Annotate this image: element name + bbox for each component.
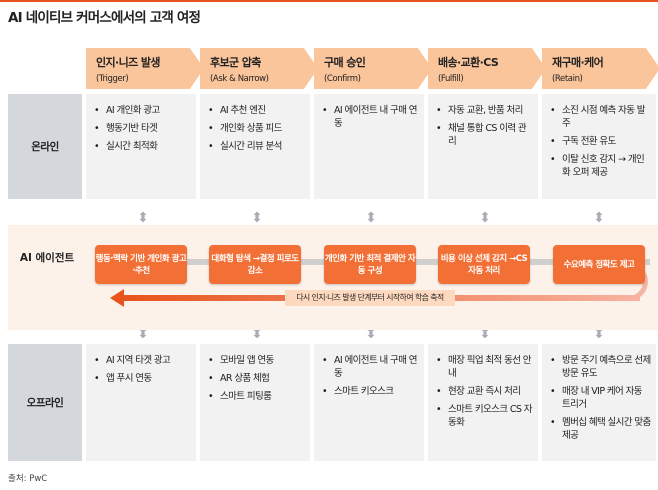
list-item: 행동기반 타겟	[94, 122, 192, 135]
list-item: 모바일 앱 연동	[208, 354, 306, 367]
stage-title: 인지·니즈 발생	[96, 56, 161, 69]
list-item: 스마트 키오스크	[322, 385, 420, 398]
list-item: 스마트 키오스크 CS 자동화	[436, 403, 534, 429]
stage-title: 배송·교환·CS	[438, 56, 499, 69]
online-cell-3: AI 에이전트 내 구매 연동	[314, 94, 424, 199]
online-row-label: 온라인	[8, 94, 82, 199]
list-item: AI 에이전트 내 구매 연동	[322, 354, 420, 380]
offline-list: AI 지역 타겟 광고앱 푸시 연동	[94, 354, 192, 385]
list-item: 자동 교환, 반품 처리	[436, 104, 534, 117]
ai-step-box: 대화형 탐색 →결정 피로도 감소	[209, 245, 301, 284]
online-list: 자동 교환, 반품 처리채널 통합 CS 이력 관리	[436, 104, 534, 148]
up-down-arrow-icon: ⬍	[137, 326, 149, 342]
online-list: AI 에이전트 내 구매 연동	[322, 104, 420, 130]
list-item: AI 에이전트 내 구매 연동	[322, 104, 420, 130]
online-cell-5: 소진 시점 예측 자동 발주구독 전환 유도이탈 신호 감지 → 개인화 오퍼 …	[542, 94, 656, 199]
list-item: 멤버십 혜택 실시간 맞춤 제공	[550, 416, 652, 442]
up-down-arrow-icon: ⬍	[479, 210, 491, 226]
offline-list: AI 에이전트 내 구매 연동스마트 키오스크	[322, 354, 420, 398]
stage-subtitle: (Ask & Narrow)	[210, 74, 269, 84]
ai-step-box: 행동·맥락 기반 개인화 광고·추천	[95, 245, 187, 284]
list-item: AI 추천 엔진	[208, 104, 306, 117]
offline-row-label: 오프라인	[8, 344, 82, 461]
stage-title: 재구매·케어	[552, 56, 604, 69]
list-item: 소진 시점 예측 자동 발주	[550, 104, 652, 130]
stage-4: 배송·교환·CS (Fulfill)	[428, 48, 546, 89]
stage-subtitle: (Retain)	[552, 74, 583, 84]
online-cell-4: 자동 교환, 반품 처리채널 통합 CS 이력 관리	[428, 94, 538, 199]
online-cell-2: AI 추천 엔진개인화 상품 피드실시간 리뷰 분석	[200, 94, 310, 199]
online-cell-1: AI 개인화 광고행동기반 타겟실시간 최적화	[86, 94, 196, 199]
offline-cell-1: AI 지역 타겟 광고앱 푸시 연동	[86, 344, 196, 461]
list-item: 개인화 상품 피드	[208, 122, 306, 135]
feedback-label: 다시 인지·니즈 발생 단계부터 시작하여 학습 축적	[285, 290, 455, 306]
list-item: 매장 내 VIP 케어 자동 트리거	[550, 385, 652, 411]
up-down-arrow-icon: ⬍	[251, 210, 263, 226]
list-item: 앱 푸시 연동	[94, 372, 192, 385]
list-item: 채널 통합 CS 이력 관리	[436, 122, 534, 148]
online-list: 소진 시점 예측 자동 발주구독 전환 유도이탈 신호 감지 → 개인화 오퍼 …	[550, 104, 652, 179]
list-item: 실시간 최적화	[94, 140, 192, 153]
list-item: 스마트 피팅룸	[208, 390, 306, 403]
stage-title: 구매 승인	[324, 56, 366, 69]
stage-3: 구매 승인 (Confirm)	[314, 48, 432, 89]
offline-cell-2: 모바일 앱 연동 AR 상품 체험스마트 피팅룸	[200, 344, 310, 461]
stage-subtitle: (Confirm)	[324, 74, 361, 84]
list-item: 실시간 리뷰 분석	[208, 140, 306, 153]
offline-list: 방문 주기 예측으로 선제 방문 유도매장 내 VIP 케어 자동 트리거멤버십…	[550, 354, 652, 442]
up-down-arrow-icon: ⬍	[251, 326, 263, 342]
list-item: 매장 픽업 최적 동선 안내	[436, 354, 534, 380]
list-item: AI 개인화 광고	[94, 104, 192, 117]
ai-step-box: 수요예측 정확도 제고	[553, 245, 645, 284]
stage-1: 인지·니즈 발생 (Trigger)	[86, 48, 204, 89]
list-item: AR 상품 체험	[208, 372, 306, 385]
offline-cell-3: AI 에이전트 내 구매 연동스마트 키오스크	[314, 344, 424, 461]
online-list: AI 개인화 광고행동기반 타겟실시간 최적화	[94, 104, 192, 153]
up-down-arrow-icon: ⬍	[593, 210, 605, 226]
list-item: 구독 전환 유도	[550, 135, 652, 148]
up-down-arrow-icon: ⬍	[593, 326, 605, 342]
page-title: AI 네이티브 커머스에서의 고객 여정	[8, 10, 201, 26]
list-item: 이탈 신호 감지 → 개인화 오퍼 제공	[550, 153, 652, 179]
stage-subtitle: (Fulfill)	[438, 74, 464, 84]
up-down-arrow-icon: ⬍	[479, 326, 491, 342]
list-item: 현장 교환 즉시 처리	[436, 385, 534, 398]
offline-cell-4: 매장 픽업 최적 동선 안내현장 교환 즉시 처리스마트 키오스크 CS 자동화	[428, 344, 538, 461]
offline-list: 모바일 앱 연동 AR 상품 체험스마트 피팅룸	[208, 354, 306, 403]
stage-title: 후보군 압축	[210, 56, 261, 69]
source-note: 출처: PwC	[8, 474, 48, 484]
ai-step-box: 개인화 기반 최적 결제안 자동 구성	[324, 245, 416, 284]
list-item: 방문 주기 예측으로 선제 방문 유도	[550, 354, 652, 380]
stage-subtitle: (Trigger)	[96, 74, 129, 84]
online-list: AI 추천 엔진개인화 상품 피드실시간 리뷰 분석	[208, 104, 306, 153]
ai-row-label: AI 에이전트	[19, 252, 75, 264]
top-rule	[0, 0, 658, 2]
stage-2: 후보군 압축 (Ask & Narrow)	[200, 48, 318, 89]
offline-list: 매장 픽업 최적 동선 안내현장 교환 즉시 처리스마트 키오스크 CS 자동화	[436, 354, 534, 429]
list-item: AI 지역 타겟 광고	[94, 354, 192, 367]
offline-cell-5: 방문 주기 예측으로 선제 방문 유도매장 내 VIP 케어 자동 트리거멤버십…	[542, 344, 656, 461]
stage-5: 재구매·케어 (Retain)	[542, 48, 658, 89]
up-down-arrow-icon: ⬍	[365, 210, 377, 226]
up-down-arrow-icon: ⬍	[365, 326, 377, 342]
up-down-arrow-icon: ⬍	[137, 210, 149, 226]
ai-step-box: 비용 이상 선제 감지 →CS 자동 처리	[438, 245, 530, 284]
feedback-arrowhead-icon	[110, 289, 124, 307]
